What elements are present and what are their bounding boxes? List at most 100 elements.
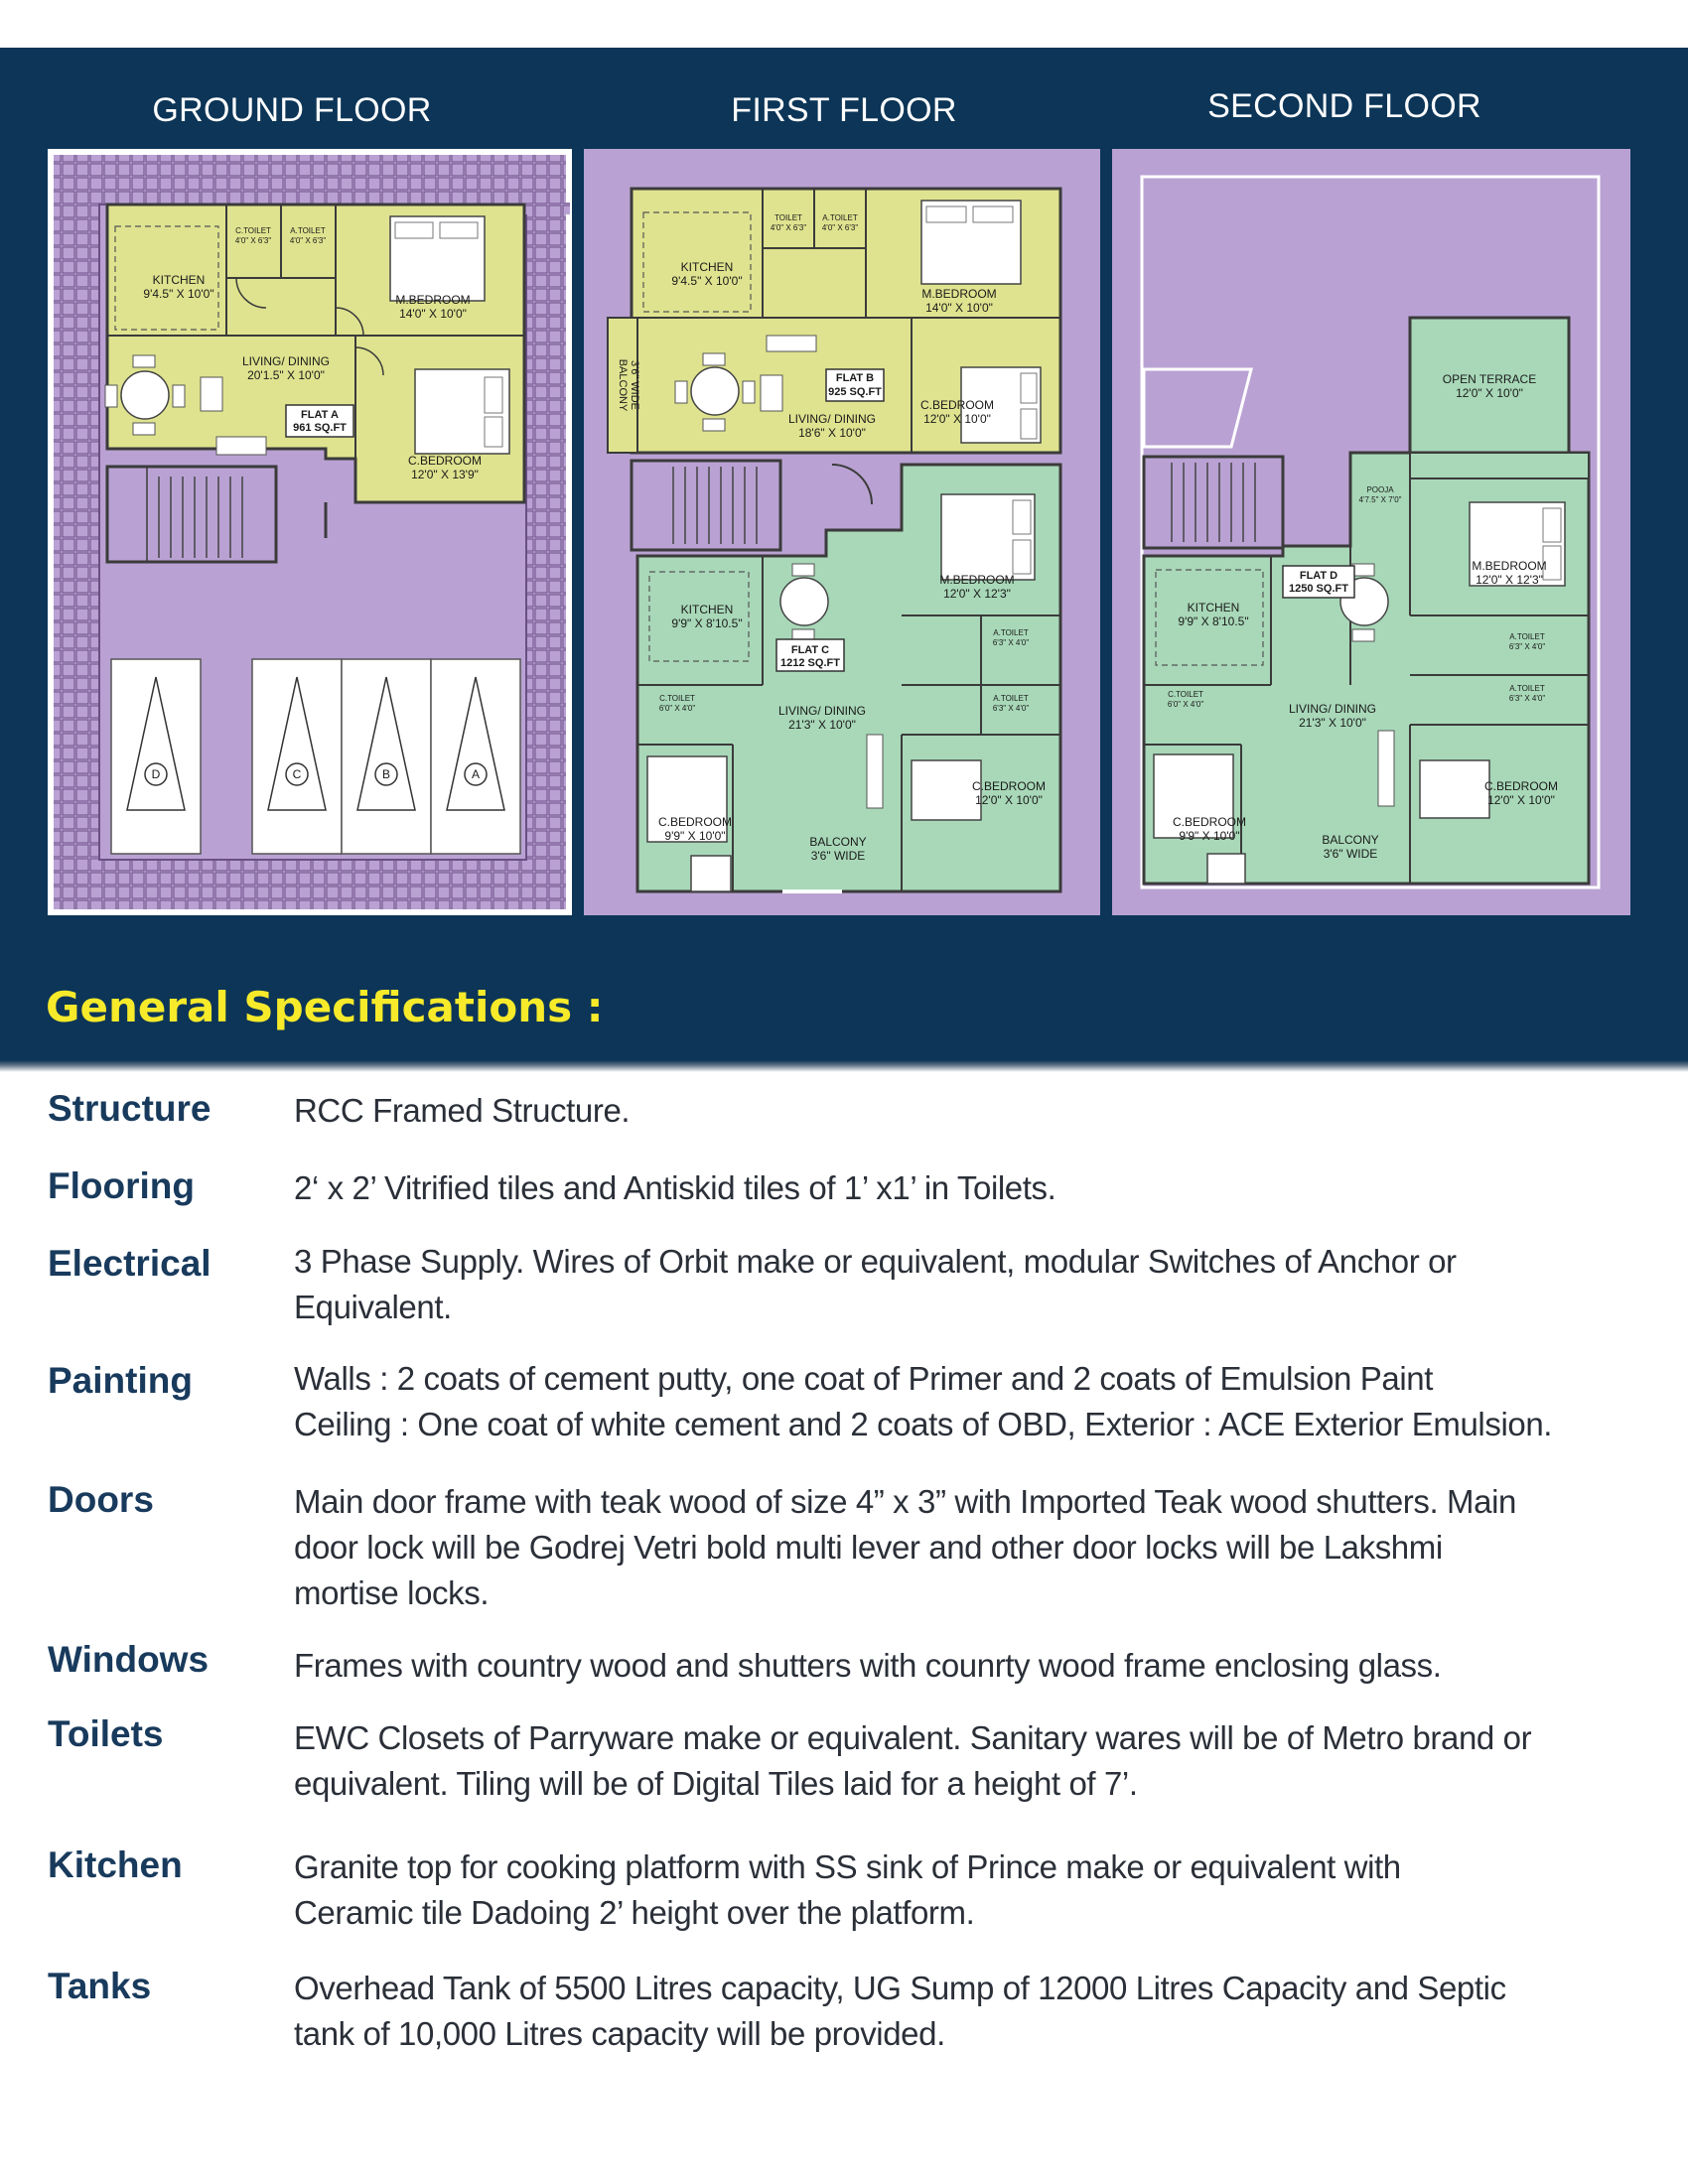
room-size: 4'7.5" X 7'0" — [1359, 495, 1402, 504]
ground-floor-plan: D C B A C.TOILET 4'0" X 6'3" A.TOILET 4'… — [48, 149, 572, 915]
spec-text-line: Overhead Tank of 5500 Litres capacity, U… — [294, 1970, 1506, 2006]
first-floor-title: FIRST FLOOR — [731, 91, 957, 129]
second-floor-plan: OPEN TERRACE 12'0" X 10'0" POOJA 4'7.5" … — [1112, 149, 1630, 915]
room-size: 9'9" X 8'10.5" — [671, 616, 742, 630]
flat-label: FLAT A — [301, 409, 339, 421]
room-label: TOILET — [774, 213, 802, 222]
spec-text: EWC Closets of Parryware make or equival… — [294, 1715, 1654, 1807]
room-label: C.BEDROOM — [920, 398, 994, 412]
first-floor-plan: TOILET 4'0" X 6'3" A.TOILET 4'0" X 6'3" … — [584, 149, 1100, 915]
spec-text: 3 Phase Supply. Wires of Orbit make or e… — [294, 1239, 1654, 1330]
parking-label-c: C — [293, 767, 302, 781]
spec-label: Doors — [48, 1479, 154, 1520]
room-label: C.TOILET — [1168, 690, 1203, 699]
room-size: 12'0" X 12'3" — [1476, 573, 1543, 587]
room-label: A.TOILET — [993, 694, 1029, 703]
room-size: 6'0" X 4'0" — [659, 704, 695, 713]
flat-area: 961 SQ.FT — [293, 422, 347, 434]
spec-text-line: Frames with country wood and shutters wi… — [294, 1647, 1442, 1684]
spec-text: 2‘ x 2’ Vitrified tiles and Antiskid til… — [294, 1165, 1654, 1211]
room-size: 4'0" X 6'3" — [771, 223, 806, 232]
flat-area: 1250 SQ.FT — [1289, 583, 1348, 595]
flat-area: 925 SQ.FT — [828, 386, 882, 398]
room-size: 12'0" X 10'0" — [1456, 386, 1523, 400]
room-size: 9'9" X 10'0" — [664, 829, 725, 843]
room-label: LIVING/ DINING — [1289, 702, 1376, 716]
room-size: 14'0" X 10'0" — [925, 301, 993, 315]
room-size: 12'0" X 13'9" — [411, 468, 479, 481]
ground-floor-title: GROUND FLOOR — [152, 91, 432, 129]
spec-text-line: RCC Framed Structure. — [294, 1092, 631, 1129]
room-size: 14'0" X 10'0" — [399, 307, 467, 321]
room-size: 21'3" X 10'0" — [1299, 716, 1366, 730]
balcony-size: 3'6" WIDE — [629, 360, 640, 410]
room-size: 9'4.5" X 10'0" — [143, 287, 213, 301]
room-size: 4'0" X 6'3" — [290, 236, 326, 245]
room-label: C.TOILET — [235, 226, 271, 235]
room-size: 9'9" X 10'0" — [1179, 829, 1239, 843]
parking-label-d: D — [152, 767, 161, 781]
spec-text: Walls : 2 coats of cement putty, one coa… — [294, 1356, 1654, 1447]
spec-label: Windows — [48, 1639, 210, 1680]
room-label: M.BEDROOM — [921, 287, 996, 301]
room-size: 6'3" X 4'0" — [1509, 642, 1545, 651]
room-size: 20'1.5" X 10'0" — [247, 368, 325, 382]
room-size: 3'6" WIDE — [811, 849, 866, 863]
room-size: 6'3" X 4'0" — [993, 638, 1029, 647]
room-label: M.BEDROOM — [395, 293, 470, 307]
spec-text-line: Equivalent. — [294, 1289, 452, 1325]
spec-text: Main door frame with teak wood of size 4… — [294, 1479, 1654, 1616]
room-size: 6'0" X 4'0" — [1168, 700, 1203, 709]
spec-label: Tanks — [48, 1966, 152, 2006]
room-label: LIVING/ DINING — [242, 354, 330, 368]
spec-text-line: 2‘ x 2’ Vitrified tiles and Antiskid til… — [294, 1169, 1056, 1206]
room-size: 12'0" X 10'0" — [923, 412, 991, 426]
parking-label-a: A — [472, 767, 480, 781]
spec-text-line: Granite top for cooking platform with SS… — [294, 1848, 1401, 1885]
spec-label: Kitchen — [48, 1844, 183, 1885]
room-size: 12'0" X 12'3" — [943, 587, 1011, 601]
spec-text-line: equivalent. Tiling will be of Digital Ti… — [294, 1765, 1138, 1802]
spec-label: Electrical — [48, 1243, 211, 1284]
room-size: 18'6" X 10'0" — [798, 426, 866, 440]
room-label: A.TOILET — [1509, 632, 1545, 641]
flat-area: 1212 SQ.FT — [780, 657, 840, 669]
room-label: KITCHEN — [1188, 601, 1240, 614]
room-label: POOJA — [1366, 485, 1394, 494]
flat-label: FLAT C — [791, 644, 829, 656]
room-label: M.BEDROOM — [939, 573, 1014, 587]
spec-text-line: Main door frame with teak wood of size 4… — [294, 1483, 1516, 1520]
room-label: A.TOILET — [1509, 684, 1545, 693]
balcony-label: BALCONY — [617, 359, 629, 412]
spec-text-line: Ceramic tile Dadoing 2’ height over the … — [294, 1894, 975, 1931]
spec-text: Overhead Tank of 5500 Litres capacity, U… — [294, 1966, 1654, 2057]
spec-text-line: EWC Closets of Parryware make or equival… — [294, 1719, 1532, 1756]
spec-text: Granite top for cooking platform with SS… — [294, 1844, 1654, 1936]
room-label: KITCHEN — [153, 273, 206, 287]
room-size: 4'0" X 6'3" — [235, 236, 271, 245]
flat-label: FLAT D — [1300, 570, 1337, 582]
spec-text: RCC Framed Structure. — [294, 1088, 1654, 1134]
spec-text-line: mortise locks. — [294, 1574, 490, 1611]
spec-text-line: 3 Phase Supply. Wires of Orbit make or e… — [294, 1243, 1457, 1280]
room-label: C.BEDROOM — [1484, 779, 1558, 793]
room-label: LIVING/ DINING — [778, 704, 866, 718]
spec-text: Frames with country wood and shutters wi… — [294, 1643, 1654, 1689]
specifications-title: General Specifications : — [46, 983, 604, 1031]
second-floor-title: SECOND FLOOR — [1207, 87, 1481, 125]
room-label: C.TOILET — [659, 694, 695, 703]
parking-label-b: B — [382, 767, 390, 781]
room-label: LIVING/ DINING — [788, 412, 876, 426]
room-size: 9'9" X 8'10.5" — [1178, 614, 1248, 628]
flat-label: FLAT B — [836, 372, 874, 384]
room-size: 9'4.5" X 10'0" — [671, 274, 742, 288]
banner-divider — [0, 1060, 1688, 1072]
room-size: 12'0" X 10'0" — [1487, 793, 1555, 807]
room-size: 12'0" X 10'0" — [975, 793, 1043, 807]
spec-label: Painting — [48, 1360, 193, 1401]
room-label: C.BEDROOM — [1173, 815, 1246, 829]
spec-label: Structure — [48, 1088, 211, 1129]
room-label: A.TOILET — [993, 628, 1029, 637]
spec-text-line: Ceiling : One coat of white cement and 2… — [294, 1406, 1553, 1442]
spec-label: Toilets — [48, 1713, 164, 1754]
